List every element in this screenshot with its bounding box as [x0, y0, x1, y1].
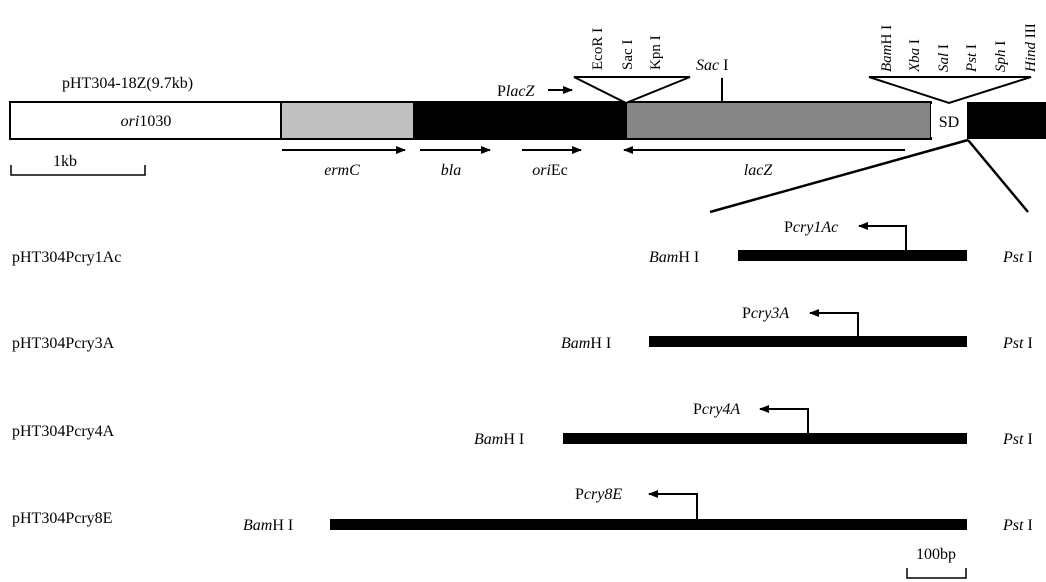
promoter-fragment-bar — [738, 250, 967, 261]
mcs-left-labels: EcoR I Sac I Kpn I — [590, 28, 664, 70]
ermc-label: ermC — [324, 162, 360, 179]
plac-label: PlacZ — [497, 83, 535, 100]
bamhi-label: BamH I — [561, 335, 611, 352]
scale-bar-100bp: 100bp — [906, 546, 967, 579]
promoter-label: Pcry3A — [742, 305, 789, 322]
construct-pcry3a: pHT304Pcry3A BamH I Pst I Pcry3A — [12, 305, 1033, 352]
promoter-label: Pcry1Ac — [784, 219, 838, 236]
psti-label: Pst I — [1002, 431, 1033, 448]
segment-backbone-black-left — [413, 101, 627, 140]
scale-100bp-label: 100bp — [916, 546, 956, 563]
ori1030-label: ori1030 — [121, 113, 172, 130]
mcs-right-triangle — [868, 76, 1032, 105]
gene-arrows: ermC bla oriEc lacZ — [282, 146, 905, 179]
promoter-arrow — [809, 309, 859, 336]
site-bamhi-top: BamH I — [879, 25, 895, 72]
site-kpni: Kpn I — [648, 35, 664, 70]
lacz-label: lacZ — [744, 162, 774, 179]
site-sphi: Sph I — [993, 41, 1009, 72]
site-ecori: EcoR I — [590, 28, 606, 70]
plasmid-map: ori1030 SD — [9, 101, 1046, 140]
promoter-label: Pcry8E — [575, 486, 622, 503]
sd-label: SD — [939, 114, 959, 131]
promoter-fragment-bar — [649, 336, 967, 347]
plasmid-name: pHT304-18Z(9.7kb) — [62, 75, 193, 92]
construct-name: pHT304Pcry8E — [12, 510, 112, 527]
site-xbai: Xba I — [907, 39, 923, 73]
mcs-right-labels: BamH I Xba I Sal I Pst I Sph I Hind III — [879, 23, 1039, 73]
bamhi-label: BamH I — [474, 431, 524, 448]
promoter-arrow — [648, 490, 698, 519]
construct-pcry1ac: pHT304Pcry1Ac BamH I Pst I Pcry1Ac — [12, 219, 1033, 266]
segment-backbone-black-right — [967, 102, 1046, 139]
bamhi-label: BamH I — [243, 517, 293, 534]
construct-pcry4a: pHT304Pcry4A BamH I Pst I Pcry4A — [12, 401, 1033, 448]
scale-1kb-label: 1kb — [53, 153, 77, 170]
segment-sd-box — [931, 104, 967, 137]
construct-name: pHT304Pcry4A — [12, 423, 115, 440]
psti-label: Pst I — [1002, 335, 1033, 352]
promoter-fragment-bar — [563, 433, 967, 444]
site-psti-top: Pst I — [964, 44, 980, 73]
zoom-line-right — [967, 139, 1029, 213]
construct-name: pHT304Pcry3A — [12, 335, 115, 352]
promoter-arrow — [858, 222, 907, 250]
segment-ermc — [280, 101, 415, 140]
segment-ori1030 — [9, 101, 282, 140]
oriec-label: oriEc — [532, 162, 568, 179]
segment-lacz — [625, 101, 932, 140]
site-saci: Sac I — [620, 40, 636, 70]
mcs-left-triangle — [573, 76, 691, 105]
promoter-fragment-bar — [330, 519, 967, 530]
scale-bar-1kb: 1kb — [10, 153, 146, 176]
zoom-line-left — [709, 138, 969, 214]
promoter-label: Pcry4A — [693, 401, 740, 418]
bamhi-label: BamH I — [649, 249, 699, 266]
sac-label: Sac I — [696, 57, 728, 74]
promoter-arrow — [759, 405, 809, 433]
bla-label: bla — [441, 162, 461, 179]
construct-name: pHT304Pcry1Ac — [12, 249, 121, 266]
psti-label: Pst I — [1002, 517, 1033, 534]
site-hindiii: Hind III — [1023, 23, 1039, 73]
psti-label: Pst I — [1002, 249, 1033, 266]
construct-pcry8e: pHT304Pcry8E BamH I Pst I Pcry8E — [12, 486, 1033, 534]
site-sali: Sal I — [936, 44, 952, 72]
